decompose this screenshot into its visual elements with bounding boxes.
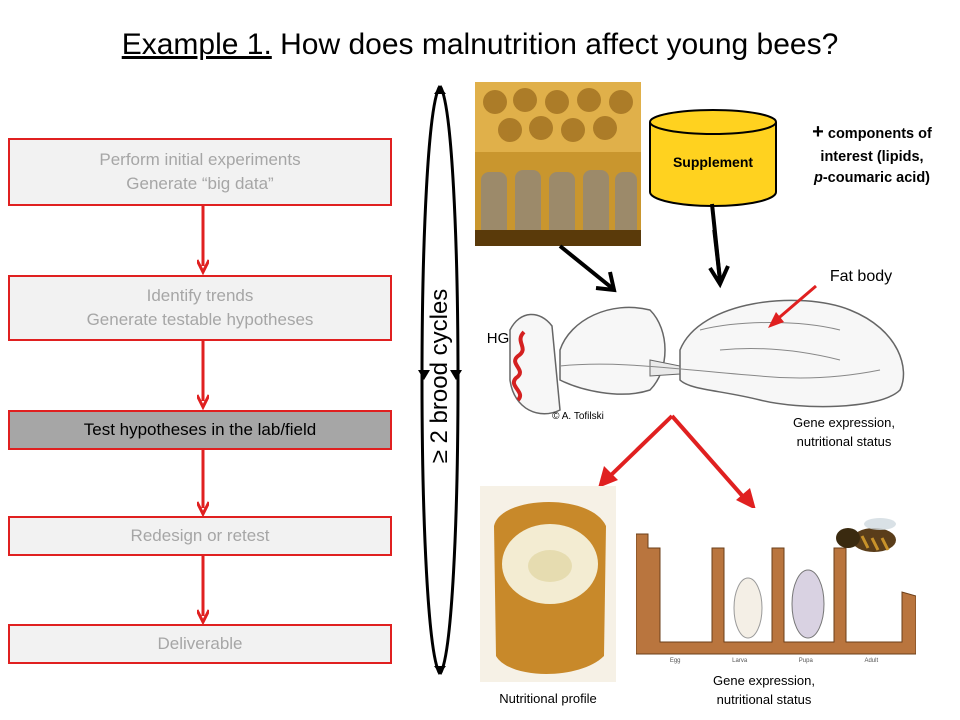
brood-caption-line-1: Gene expression, xyxy=(713,673,815,688)
flow-arrow-4 xyxy=(197,556,209,626)
supplement-label: Supplement xyxy=(672,154,754,170)
stage-egg: Egg xyxy=(669,658,681,664)
adult-bee-icon xyxy=(836,518,896,552)
stage-adult: Adult xyxy=(864,658,879,664)
hg-label: HG xyxy=(486,330,510,347)
stage-pupa: Pupa xyxy=(798,658,813,664)
stage-larva: Larva xyxy=(732,658,748,664)
components-italic-p: p xyxy=(813,170,823,187)
components-text-1: components of xyxy=(827,126,932,142)
step-identify-trends: Identify trends Generate testable hypoth… xyxy=(8,275,392,341)
supplement-arrow xyxy=(708,203,730,289)
step-1-line-1: Perform initial experiments xyxy=(99,150,301,170)
fat-body-arrow xyxy=(768,284,817,328)
brood-cycles-label: ≥ 2 brood cycles xyxy=(426,288,453,464)
brood-development-illustration xyxy=(636,508,916,668)
step-initial-experiments: Perform initial experiments Generate “bi… xyxy=(8,138,392,206)
step-test-hypotheses: Test hypotheses in the lab/field xyxy=(8,410,392,450)
step-4-line-1: Redesign or retest xyxy=(130,526,270,546)
components-line-3: p-coumaric acid) xyxy=(784,168,960,189)
flow-arrow-3 xyxy=(197,450,209,518)
step-3-line-1: Test hypotheses in the lab/field xyxy=(83,420,317,440)
components-text-3: -coumaric acid) xyxy=(822,170,931,187)
bee-caption: Gene expression, nutritional status xyxy=(764,414,924,452)
step-1-line-2: Generate “big data” xyxy=(126,174,274,193)
flow-arrow-2 xyxy=(197,341,209,411)
supplement-components: + components of interest (lipids, p-coum… xyxy=(784,118,960,189)
jelly-caption: Nutritional profile xyxy=(499,691,597,706)
plus-sign: + xyxy=(812,121,824,143)
title-text: How does malnutrition affect young bees? xyxy=(280,28,839,61)
step-2-line-2: Generate testable hypotheses xyxy=(86,310,314,329)
bee-caption-line-2: nutritional status xyxy=(796,433,892,449)
step-redesign: Redesign or retest xyxy=(8,516,392,556)
components-text-2: interest (lipids, xyxy=(820,149,924,165)
output-arrows xyxy=(598,414,756,510)
fat-body-label: Fat body xyxy=(829,268,893,285)
step-2-line-1: Identify trends xyxy=(146,286,254,306)
honeycomb-photo xyxy=(475,82,641,246)
flow-arrow-1 xyxy=(197,206,209,276)
components-line-1: + components of xyxy=(784,118,960,147)
brood-stage-labels: Egg Larva Pupa Adult xyxy=(644,658,904,664)
bee-anatomy-diagram xyxy=(509,299,905,415)
brood-caption-line-2: nutritional status xyxy=(716,691,812,707)
step-5-line-1: Deliverable xyxy=(157,634,243,654)
supplement-cylinder xyxy=(649,109,777,207)
title-prefix: Example 1. xyxy=(121,28,272,61)
brood-cycle-loop xyxy=(418,85,462,675)
slide-title: Example 1. How does malnutrition affect … xyxy=(0,28,960,62)
brood-caption: Gene expression, nutritional status xyxy=(684,672,844,710)
bee-caption-line-1: Gene expression, xyxy=(793,415,895,430)
image-credit: © A. Tofilski xyxy=(552,411,604,422)
step-deliverable: Deliverable xyxy=(8,624,392,664)
royal-jelly-photo xyxy=(480,486,616,682)
